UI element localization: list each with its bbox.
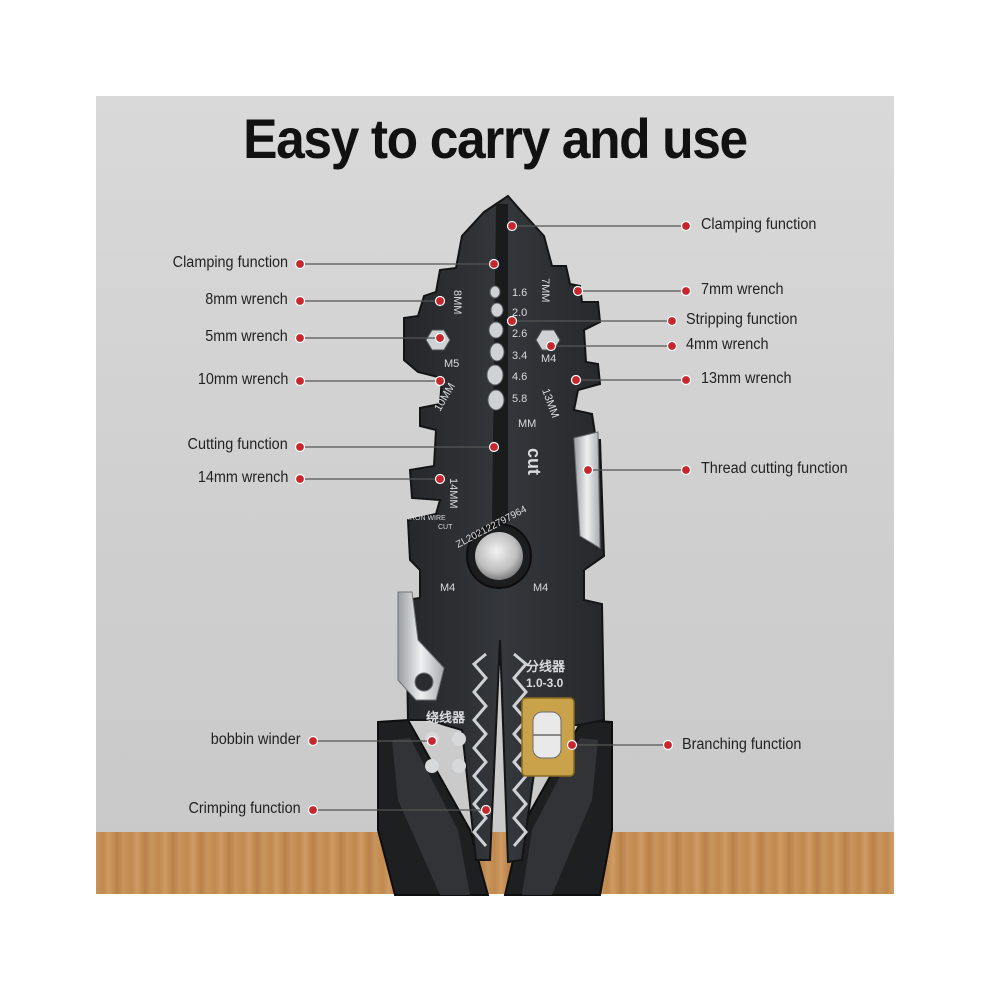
callout-14mm-wrench: 14mm wrench [197,469,288,486]
callout-dots [294,220,692,816]
7mm-mark: 7MM [539,278,551,302]
callout-crimping-function: Crimping function [188,800,301,817]
14mm-mark: 14MM [447,478,459,509]
callout-stripping-function: Stripping function [686,311,798,328]
8mm-mark: 8MM [451,290,463,314]
callout-clamping-function-right: Clamping function [701,216,817,233]
callout-bobbin-winder: bobbin winder [211,731,301,748]
callout-7mm-wrench: 7mm wrench [701,281,784,298]
wood-surface [96,832,894,894]
callout-8mm-wrench: 8mm wrench [205,291,288,308]
m4-right-mark: M4 [533,582,548,594]
strip-size-2: 2.0 [512,307,527,319]
strip-size-3: 2.6 [512,328,527,340]
page-title: Easy to carry and use [243,107,748,170]
callout-cutting-function: Cutting function [187,436,288,453]
callout-leader-lines [300,225,686,811]
strip-size-4: 3.4 [512,350,527,362]
tool-jaw [397,194,606,864]
splitter-range-label: 1.0-3.0 [526,676,564,690]
m5-mark: M5 [444,358,459,370]
callout-5mm-wrench: 5mm wrench [205,328,288,345]
unit-label: MM [518,418,536,430]
strip-size-1: 1.6 [512,287,527,299]
callout-thread-cutting-function: Thread cutting function [701,460,848,477]
callout-clamping-function-left: Clamping function [172,254,288,271]
tool-handles [377,718,613,896]
callout-10mm-wrench: 10mm wrench [197,371,288,388]
strip-size-5: 4.6 [512,371,527,383]
winder-cn-label: 绕线器 [426,710,466,725]
cut-mark: cut [524,448,544,475]
iron-wire-cut-mark: CUT [438,524,453,531]
splitter-cn-label: 分线器 [526,659,566,674]
callout-branching-function: Branching function [682,736,802,753]
m4-top-mark: M4 [541,353,556,365]
iron-wire-mark: IRON WIRE [408,515,446,522]
callout-13mm-wrench: 13mm wrench [701,370,792,387]
m4-left-mark: M4 [440,582,455,594]
strip-size-6: 5.8 [512,393,527,405]
callout-4mm-wrench: 4mm wrench [686,336,769,353]
